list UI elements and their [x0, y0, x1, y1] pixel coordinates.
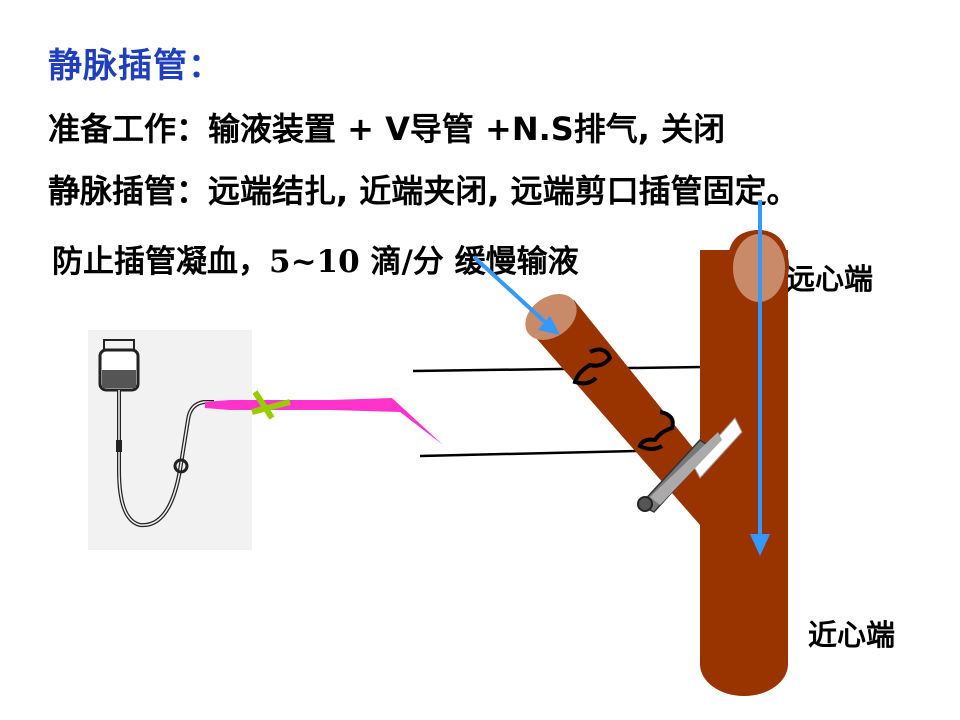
hemostat-clamp-icon [637, 417, 743, 513]
ligature-thread-upper [412, 365, 704, 373]
flow-arrow-branch [472, 255, 560, 335]
step-preparation: 准备工作：输液装置 + V导管 +N.S排气, 关闭 [48, 110, 726, 148]
flow-arrow-main [750, 200, 770, 556]
ligature-knot-icon [572, 347, 675, 451]
tube-clamp-mark [251, 390, 291, 420]
near-end-label: 近心端 [808, 618, 896, 652]
infusion-set-icon [88, 330, 252, 550]
page-title: 静脉插管： [48, 46, 223, 86]
far-end-label: 远心端 [786, 262, 874, 296]
step-cannulation: 静脉插管：远端结扎, 近端夹闭, 远端剪口插管固定。 [48, 172, 799, 210]
